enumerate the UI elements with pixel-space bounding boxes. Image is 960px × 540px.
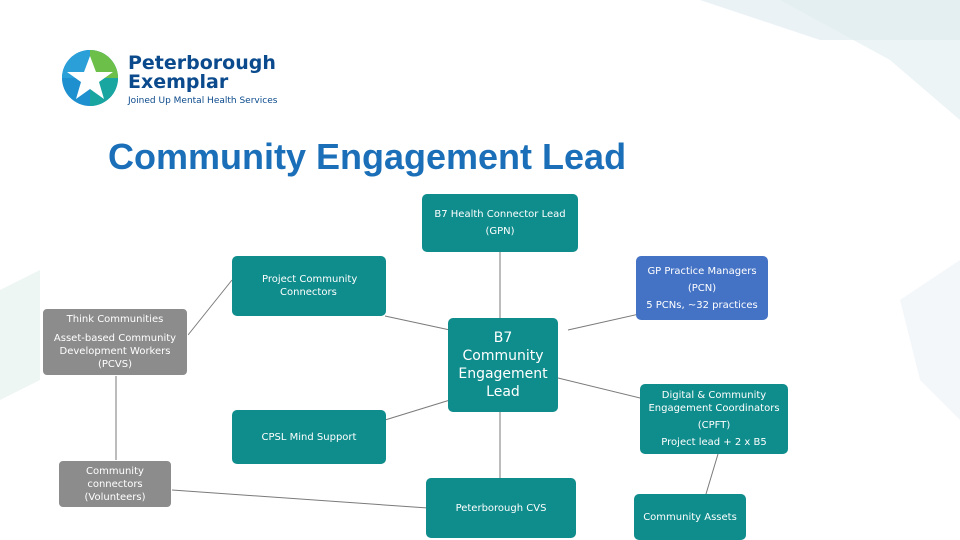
logo-name-line2: Exemplar [128,71,229,93]
node-line: Asset-based Community [53,333,177,344]
node-line: Development Workers [59,346,171,357]
star-logo-icon [62,50,118,106]
logo-name: Peterborough Exemplar [128,54,276,92]
node-digital-community-engagement: Digital & Community Engagement Coordinat… [640,384,788,454]
connector-center-to-cpsl [384,399,451,421]
node-line: Project Community [262,274,358,285]
node-line: Digital & Community [661,390,767,401]
node-project-community-connectors: Project Community Connectors [232,256,386,316]
node-line: Connectors [280,287,337,298]
node-line: GP Practice Managers [647,265,757,277]
node-gp-practice-managers: GP Practice Managers (PCN) 5 PCNs, ~32 p… [636,256,768,320]
connector-think-to-project [187,279,233,336]
node-line: CPSL Mind Support [261,431,357,443]
node-line: Community [86,465,144,477]
connector-gp-to-center [567,311,649,331]
node-b7-health-connector-lead: B7 Health Connector Lead (GPN) [422,194,578,252]
node-community-assets: Community Assets [634,494,746,540]
node-peterborough-cvs: Peterborough CVS [426,478,576,538]
node-line: Community [462,348,544,364]
node-line: Lead [486,384,520,400]
node-line: (PCVS) [97,359,132,370]
node-line: B7 [493,330,513,346]
logo: Peterborough Exemplar Joined Up Mental H… [60,48,290,110]
node-line: (CPFT) [697,420,731,431]
page-title: Community Engagement Lead [108,136,627,177]
node-cpsl-mind-support: CPSL Mind Support [232,410,386,464]
node-line: Engagement Coordinators [648,403,780,414]
node-b7-community-engagement-lead: B7 Community Engagement Lead [448,318,558,412]
connector-center-to-digital [557,377,641,399]
node-think-communities: Think Communities Asset-based Community … [42,308,188,376]
node-line: Think Communities [66,314,164,325]
connector-volunteers-to-cvs [171,489,429,509]
connector-project-to-center [384,315,451,331]
node-line: 5 PCNs, ~32 practices [646,299,758,311]
node-line: (PCN) [687,282,717,294]
node-line: (GPN) [485,226,515,237]
node-line: connectors [87,478,143,490]
node-community-connectors-volunteers: Community connectors (Volunteers) [58,460,172,508]
node-line: B7 Health Connector Lead [434,209,566,220]
node-line: Engagement [458,366,548,382]
logo-name-line1: Peterborough [128,52,276,74]
node-line: (Volunteers) [84,491,146,503]
node-line: Project lead + 2 x B5 [661,437,767,448]
logo-tagline: Joined Up Mental Health Services [128,96,278,106]
node-line: Community Assets [643,511,737,523]
connector-digital-to-assets [705,453,719,495]
node-line: Peterborough CVS [455,502,547,514]
